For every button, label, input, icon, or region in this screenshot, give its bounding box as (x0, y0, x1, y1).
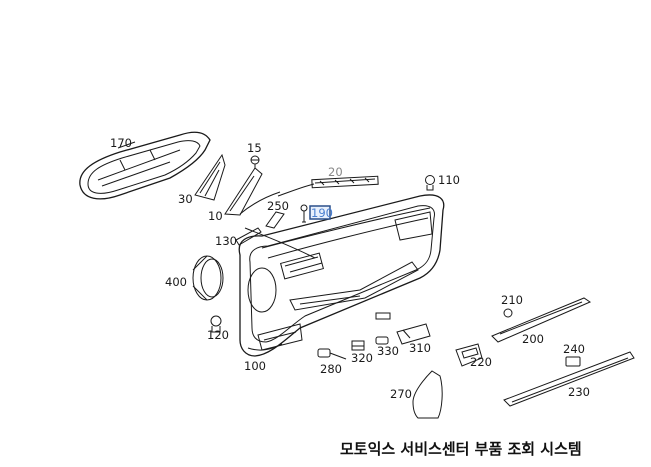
part-230-long-strip[interactable] (503, 351, 635, 407)
label-320[interactable]: 320 (351, 351, 373, 365)
label-10[interactable]: 10 (208, 209, 223, 223)
part-200-long-trim[interactable] (491, 297, 592, 343)
label-110[interactable]: 110 (438, 173, 460, 187)
part-15-clip[interactable] (250, 155, 260, 168)
part-120-clip[interactable] (210, 315, 222, 333)
part-280-bolt[interactable] (317, 348, 347, 360)
part-10-mirror-triangle[interactable] (224, 167, 263, 216)
highlight-box-190 (309, 205, 331, 220)
leader-10 (239, 191, 281, 215)
label-170[interactable]: 170 (110, 136, 132, 150)
leader-170 (117, 141, 136, 149)
label-280[interactable]: 280 (320, 362, 342, 376)
label-30[interactable]: 30 (178, 192, 193, 206)
part-330-button[interactable] (375, 336, 389, 345)
part-240-connector[interactable] (565, 356, 581, 367)
label-220[interactable]: 220 (470, 355, 492, 369)
label-210[interactable]: 210 (501, 293, 523, 307)
label-310[interactable]: 310 (409, 341, 431, 355)
part-400-speaker[interactable] (192, 255, 224, 301)
label-100[interactable]: 100 (244, 359, 266, 373)
part-220-bracket[interactable] (455, 343, 483, 367)
part-110-clip[interactable] (425, 175, 435, 191)
label-20[interactable]: 20 (328, 165, 343, 179)
leader-20 (277, 183, 315, 197)
label-120[interactable]: 120 (207, 328, 229, 342)
part-100-door-panel[interactable] (238, 194, 445, 357)
label-230[interactable]: 230 (568, 385, 590, 399)
part-250-panel[interactable] (265, 211, 285, 229)
label-250[interactable]: 250 (267, 199, 289, 213)
footer-title: 모토익스 서비스센터 부품 조회 시스템 (340, 440, 582, 458)
part-310-handle-insert[interactable] (396, 323, 431, 345)
label-330[interactable]: 330 (377, 344, 399, 358)
label-200[interactable]: 200 (522, 332, 544, 346)
part-210-clip[interactable] (503, 308, 513, 318)
label-190[interactable]: 190 (311, 206, 333, 220)
part-30-triangle-cover[interactable] (194, 153, 226, 201)
label-130[interactable]: 130 (215, 234, 237, 248)
leader-250 (244, 227, 316, 259)
label-240[interactable]: 240 (563, 342, 585, 356)
part-190-screw[interactable] (300, 204, 308, 223)
part-320-connector[interactable] (351, 340, 365, 351)
part-170-pocket-frame[interactable] (79, 131, 211, 200)
label-15[interactable]: 15 (247, 141, 262, 155)
label-400[interactable]: 400 (165, 275, 187, 289)
part-270-insulation-pad[interactable] (412, 370, 443, 419)
label-270[interactable]: 270 (390, 387, 412, 401)
part-130-strip[interactable] (235, 227, 262, 246)
part-20-trim-strip[interactable] (311, 175, 379, 189)
